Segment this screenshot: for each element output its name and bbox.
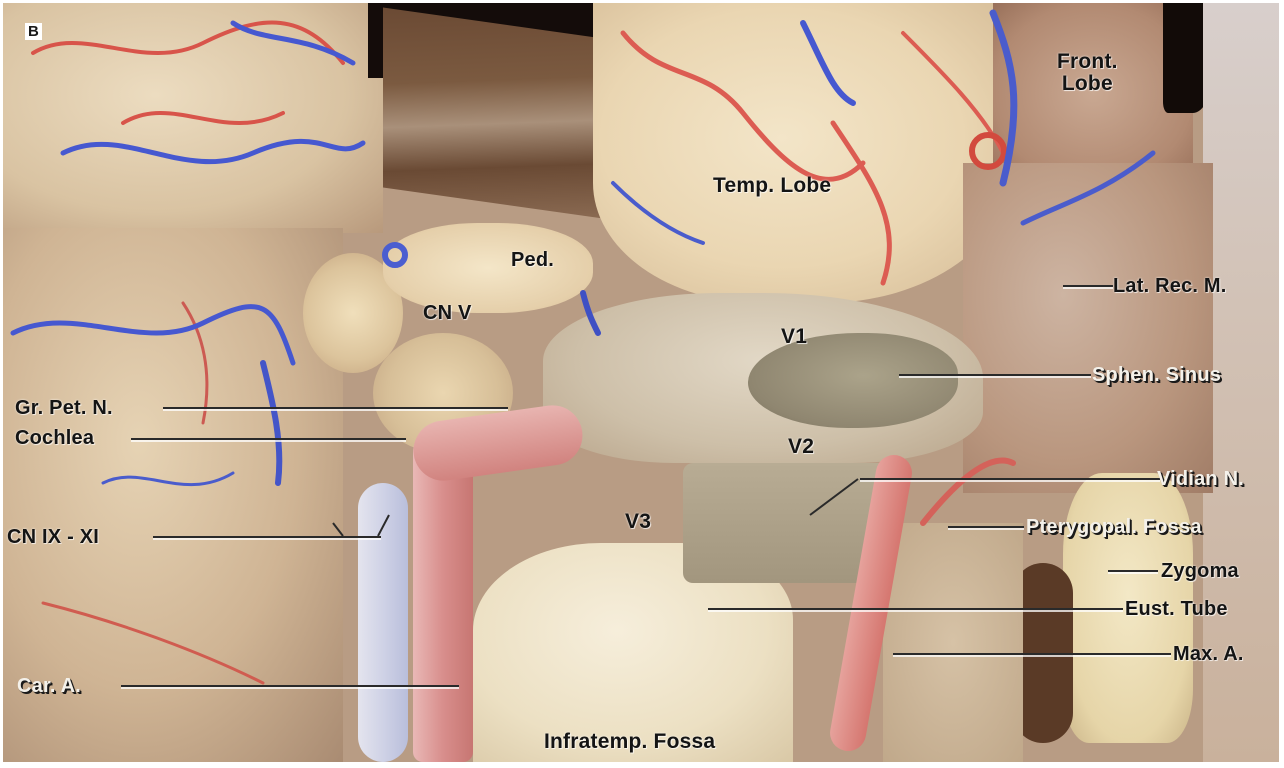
leader-lat-rec-m [1063, 285, 1113, 287]
label-ped: Ped. [511, 249, 555, 271]
label-front-lobe: Front. Lobe [1057, 50, 1118, 96]
maxillary-region [883, 523, 1023, 762]
label-infratemp-fossa: Infratemp. Fossa [544, 730, 716, 753]
sphenoid-sinus-cavity [748, 333, 958, 428]
leader-cn-ix-xi [153, 536, 381, 538]
vessel-overlay [10, 9, 1156, 685]
label-v3: V3 [625, 510, 652, 533]
right-margin-tissue [1203, 3, 1279, 762]
label-zygoma: Zygoma [1161, 560, 1239, 582]
label-sphen-sinus: Sphen. Sinus [1092, 364, 1222, 386]
leader-eust-tube [708, 608, 1123, 610]
label-cn-ix-xi: CN IX - XI [7, 526, 100, 548]
leader-zygoma [1108, 570, 1158, 572]
label-front-lobe-line1: Front. [1057, 50, 1118, 73]
leader-gr-pet-n [163, 407, 508, 409]
left-lower-tissue-region [3, 228, 343, 762]
leader-sphen-sinus [899, 374, 1091, 376]
leader-max-a [893, 653, 1171, 655]
label-eust-tube: Eust. Tube [1125, 598, 1228, 620]
frontal-lobe-region [993, 3, 1193, 183]
label-max-a: Max. A. [1173, 643, 1244, 665]
leader-pterygopal-fossa [948, 526, 1024, 528]
leader-car-a [121, 685, 459, 687]
anatomical-photograph: B Front. Lobe Temp. Lobe Ped. CN V Lat. … [3, 3, 1279, 762]
label-front-lobe-line2: Lobe [1061, 72, 1113, 96]
label-v1: V1 [781, 325, 808, 348]
label-temp-lobe: Temp. Lobe [713, 174, 832, 197]
label-cochlea: Cochlea [15, 427, 95, 449]
label-vidian-n: Vidian N. [1157, 468, 1245, 490]
label-cn-v: CN V [423, 302, 472, 324]
label-lat-rec-m: Lat. Rec. M. [1113, 275, 1227, 297]
orbit-tissue-region [963, 163, 1213, 493]
angled-leaders [332, 478, 859, 537]
lower-cranial-nerves [358, 483, 408, 762]
leader-cochlea [131, 438, 406, 440]
label-gr-pet-n: Gr. Pet. N. [15, 397, 113, 419]
label-v2: V2 [788, 435, 815, 458]
label-pterygopal-fossa: Pterygopal. Fossa [1026, 516, 1202, 538]
panel-letter: B [25, 23, 42, 40]
leader-vidian-n [860, 478, 1160, 480]
temporal-lobe-region [593, 3, 1013, 303]
peduncle-region [383, 223, 593, 313]
label-car-a: Car. A. [17, 675, 82, 697]
